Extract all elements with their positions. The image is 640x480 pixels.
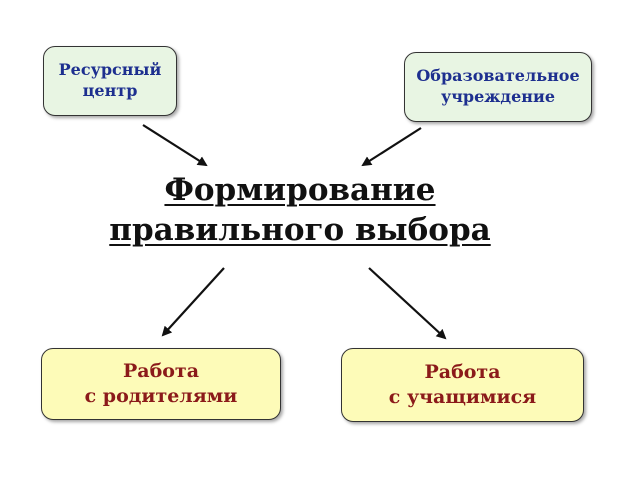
educational-institution-line1: Образовательное: [416, 66, 580, 86]
resource-center-line2: центр: [82, 81, 138, 100]
work-with-parents-line2: с родителями: [84, 385, 238, 407]
resource-center-node: Ресурсный центр: [43, 46, 177, 116]
educational-institution-node: Образовательное учреждение: [404, 52, 592, 122]
work-with-parents-line1: Работа: [122, 360, 200, 383]
arrow-center-to-parents: [161, 267, 225, 337]
central-concept: Формирование правильного выбора: [90, 170, 510, 250]
arrow-resource-to-center: [142, 124, 208, 167]
central-concept-line1: Формирование: [164, 172, 436, 208]
educational-institution-line2: учреждение: [440, 87, 556, 106]
arrow-institution-to-center: [361, 127, 422, 167]
work-with-students-line2: с учащимися: [388, 386, 537, 408]
work-with-students-node: Работа с учащимися: [341, 348, 584, 422]
work-with-parents-node: Работа с родителями: [41, 348, 281, 420]
work-with-students-line1: Работа: [424, 361, 501, 384]
central-concept-line2: правильного выбора: [109, 212, 491, 248]
arrow-center-to-students: [368, 267, 447, 340]
resource-center-line1: Ресурсный: [58, 60, 162, 80]
